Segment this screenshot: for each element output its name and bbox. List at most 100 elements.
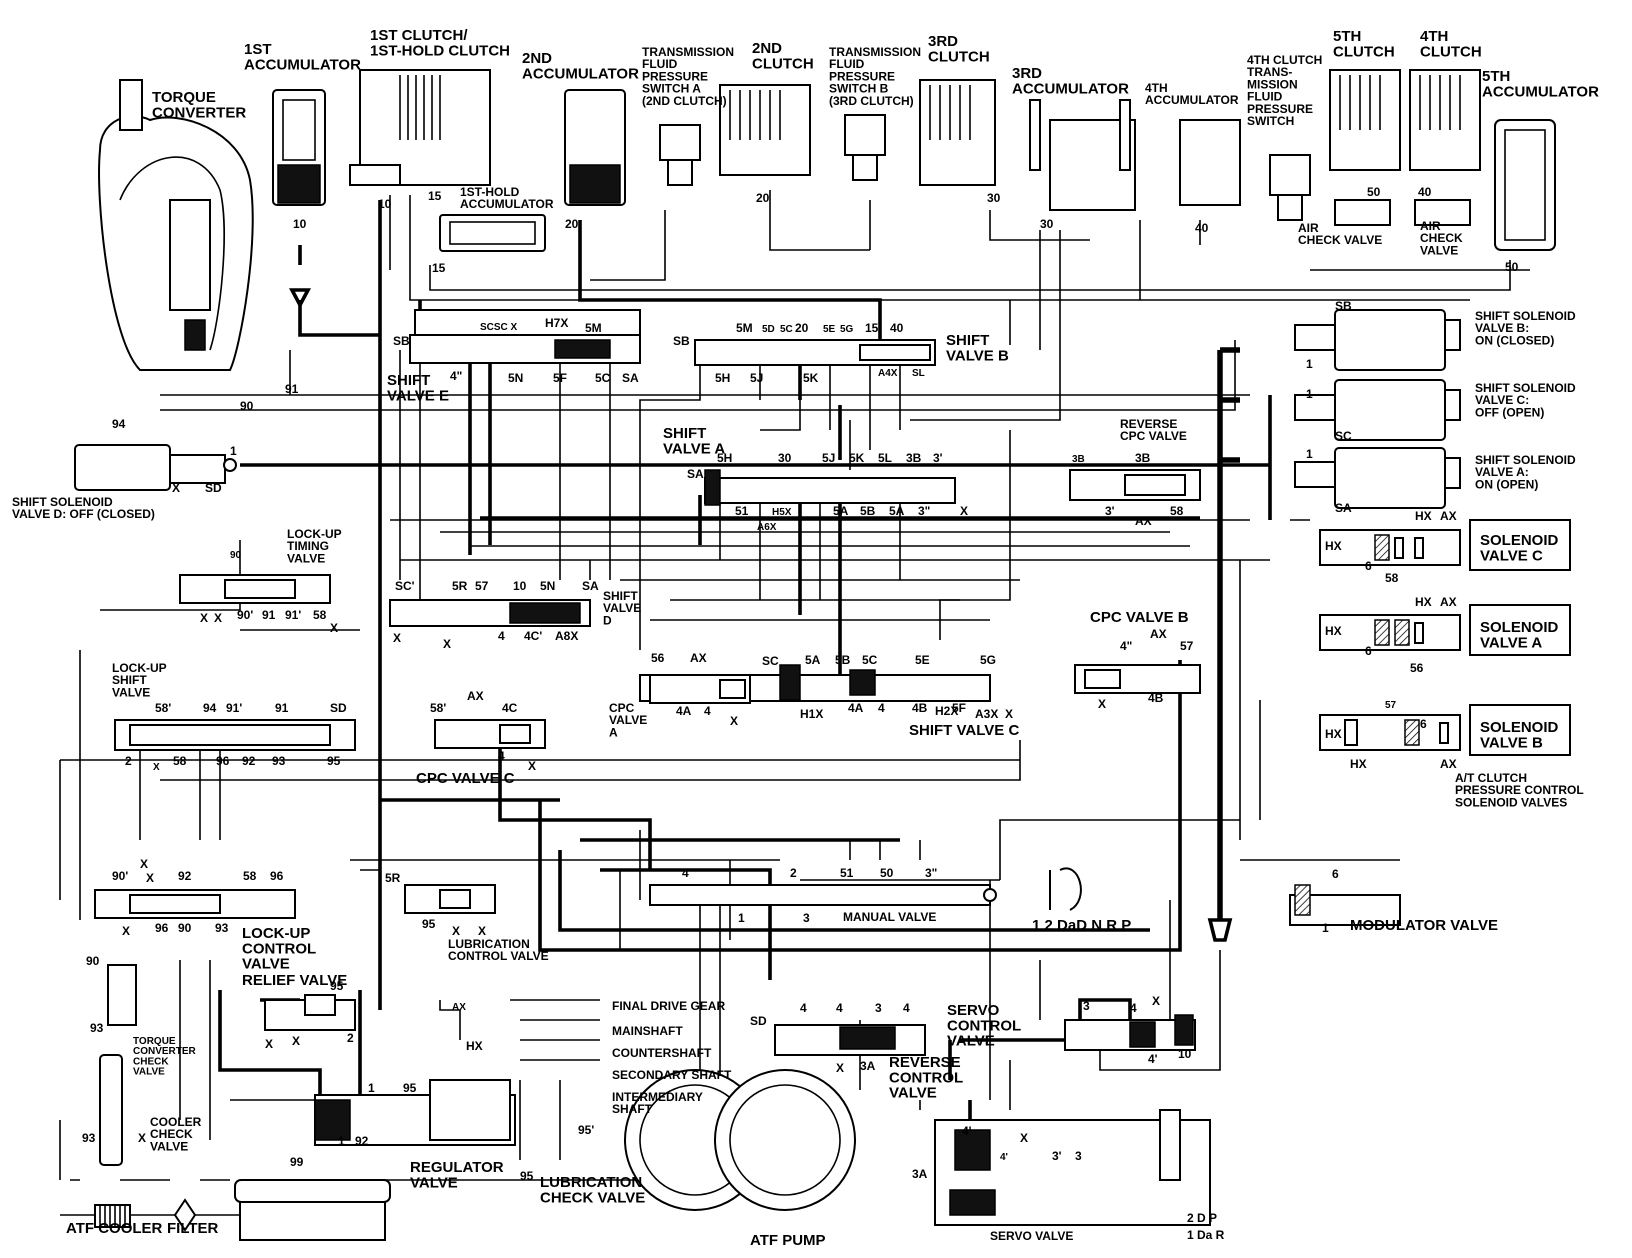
port-x: X [452, 924, 460, 938]
port-5g: 5G [980, 653, 996, 667]
port-90: 90 [240, 399, 254, 413]
port-5n: 5N [540, 579, 555, 593]
port-50: 50 [1367, 185, 1381, 199]
regulator-valve [314, 1079, 516, 1146]
port-hx: HX [1415, 509, 1432, 523]
port-96: 96 [155, 921, 169, 935]
first-clutch [349, 69, 491, 186]
port-5e: 5E [823, 324, 836, 335]
port-4p: 4' [1000, 1152, 1008, 1163]
reverse-control-valve [1064, 1014, 1196, 1051]
port-93: 93 [82, 1131, 96, 1145]
port-ax: AX [690, 651, 707, 665]
port-6: 6 [1365, 559, 1372, 573]
port-90: 90 [86, 954, 100, 968]
port-5k: 5K [803, 371, 819, 385]
port-4: 4 [498, 629, 505, 643]
port-3: 3 [875, 1001, 882, 1015]
port-5n: 5N [508, 371, 523, 385]
port-91p: 91' [285, 608, 301, 622]
port-3b: 3B [1072, 454, 1085, 465]
port-4: 4 [498, 749, 505, 763]
port-x: X [1098, 697, 1106, 711]
port-95: 95 [422, 917, 436, 931]
shift-valve-a [704, 469, 956, 506]
port-56: 56 [1410, 661, 1424, 675]
port-5f: 5F [553, 371, 567, 385]
port-sc-p: SC' [395, 579, 415, 593]
port-hx: HX [1350, 757, 1367, 771]
label-servo-valve: SERVO VALVE [990, 1229, 1073, 1243]
servo-control-valve [774, 1024, 926, 1056]
third-clutch [919, 79, 996, 186]
lockup-timing-valve [179, 574, 331, 604]
port-58: 58 [1385, 571, 1399, 585]
port-20: 20 [756, 191, 770, 205]
port-ax: AX [1135, 514, 1152, 528]
port-hx: HX [1325, 539, 1342, 553]
port-5j: 5J [822, 451, 835, 465]
label-countershaft: COUNTERSHAFT [612, 1046, 712, 1060]
port-4a: 4A [848, 701, 864, 715]
port-10: 10 [378, 197, 392, 211]
solenoid-c-box [1319, 519, 1571, 571]
port-95: 95 [330, 979, 344, 993]
port-3: 3 [1075, 1149, 1082, 1163]
port-4cp: 4C' [524, 629, 542, 643]
port-30: 30 [778, 451, 792, 465]
port-one: 1 [230, 444, 237, 458]
port-10: 10 [293, 217, 307, 231]
port-15: 15 [432, 261, 446, 275]
port-hx: HX [1325, 624, 1342, 638]
port-5b: 5B [860, 504, 876, 518]
port-4b: 4B [1148, 691, 1164, 705]
fifth-accumulator [1494, 119, 1556, 251]
port-x: X [122, 924, 130, 938]
port-x: X [146, 871, 154, 885]
port-ax: AX [452, 1002, 466, 1013]
port-94: 94 [112, 417, 126, 431]
fourth-accumulator [1179, 119, 1241, 206]
port-5a: 5A [889, 504, 905, 518]
port-ax: AX [1150, 627, 1167, 641]
port-x: X [214, 611, 222, 625]
cpc-valve-a [649, 674, 751, 704]
port-a3x: A3X [975, 707, 998, 721]
torque-converter [98, 79, 254, 371]
port-sa: SA [582, 579, 599, 593]
port-x: X [443, 637, 451, 651]
port-4: 4 [704, 704, 711, 718]
label-cpc-valve-b: CPC VALVE B [1090, 609, 1189, 626]
port-5l: 5L [878, 451, 892, 465]
port-58: 58 [173, 754, 187, 768]
port-x: X [478, 924, 486, 938]
port-5c: 5C [862, 653, 878, 667]
port-90p: 90' [237, 608, 253, 622]
port-x: X [730, 714, 738, 728]
port-sd: SD [330, 701, 347, 715]
port-93: 93 [272, 754, 286, 768]
port-95: 95 [327, 754, 341, 768]
cpc-valve-b [1074, 664, 1201, 694]
port-4: 4 [836, 1001, 843, 1015]
manual-valve [649, 867, 1082, 911]
port-4b: 4B [912, 701, 928, 715]
port-a6x: A6X [757, 522, 777, 533]
port-30: 30 [1040, 217, 1054, 231]
tfps-b [844, 114, 886, 181]
port-2: 2 [125, 754, 132, 768]
port-95p: 95' [578, 1123, 594, 1137]
port-95: 95 [520, 1169, 534, 1183]
port-x: X [330, 621, 338, 635]
port-sc: SC [1335, 429, 1352, 443]
